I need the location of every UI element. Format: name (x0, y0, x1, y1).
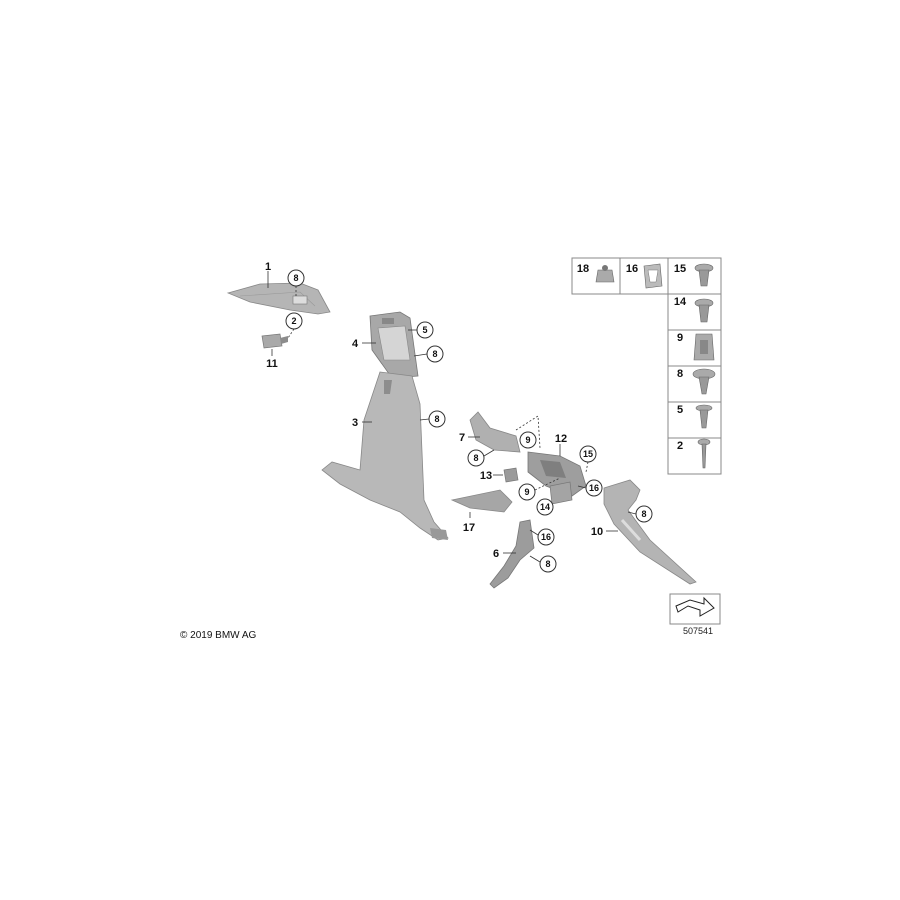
clip-16-icon (643, 263, 663, 289)
callout-16-a: 16 (589, 483, 599, 493)
legend-label-5: 5 (677, 404, 683, 416)
label-1: 1 (265, 261, 271, 273)
label-10: 10 (591, 526, 603, 538)
legend-label-14: 14 (674, 296, 687, 308)
part-14-flap (549, 481, 573, 505)
callout-8-e: 8 (545, 559, 550, 569)
part-1-upper-trim (226, 282, 331, 315)
rivet-8-icon (692, 368, 716, 395)
part-13-clip (503, 467, 519, 483)
legend-label-15: 15 (674, 263, 686, 275)
callout-2: 2 (291, 316, 296, 326)
callout-9-a: 9 (525, 435, 530, 445)
label-11: 11 (266, 358, 278, 370)
callout-8-a: 8 (293, 273, 298, 283)
part-12-bracket (527, 451, 587, 497)
label-4: 4 (352, 338, 359, 350)
callout-9-b: 9 (524, 487, 529, 497)
legend-label-2: 2 (677, 440, 683, 452)
part-17-trim (450, 489, 513, 513)
label-3: 3 (352, 417, 358, 429)
clip-18-icon (595, 265, 615, 283)
orientation-arrow-box (669, 593, 721, 625)
callout-8-c: 8 (434, 414, 439, 424)
label-13: 13 (480, 470, 492, 482)
part-11-light (261, 333, 288, 349)
label-12: 12 (555, 433, 567, 445)
part-3-pillar-lower (321, 371, 449, 541)
part-10-sill (603, 479, 697, 585)
rivet-15-icon (694, 263, 714, 287)
callout-5: 5 (422, 325, 427, 335)
copyright-text: © 2019 BMW AG (180, 630, 257, 641)
legend-label-16: 16 (626, 263, 638, 275)
legend-label-9: 9 (677, 332, 683, 344)
callout-8-b: 8 (432, 349, 437, 359)
callout-8-f: 8 (641, 509, 646, 519)
label-7: 7 (459, 432, 465, 444)
part-7-trim (469, 411, 521, 453)
rivet-14-icon (694, 298, 714, 323)
callout-14: 14 (540, 502, 550, 512)
screw-2-icon (697, 438, 711, 469)
figure-number: 507541 (683, 626, 714, 636)
screw-5-icon (695, 404, 713, 429)
legend-label-8: 8 (677, 368, 683, 380)
callout-16-b: 16 (541, 532, 551, 542)
clip-9-icon (693, 333, 715, 361)
callout-15: 15 (583, 449, 593, 459)
part-4-pillar-upper (369, 311, 419, 379)
fastener-legend-labels: 18 16 15 14 9 8 5 2 (577, 263, 687, 452)
callout-8-d: 8 (473, 453, 478, 463)
part-6-trim (489, 519, 535, 589)
legend-label-18: 18 (577, 263, 589, 275)
label-17: 17 (463, 522, 475, 534)
label-6: 6 (493, 548, 499, 560)
